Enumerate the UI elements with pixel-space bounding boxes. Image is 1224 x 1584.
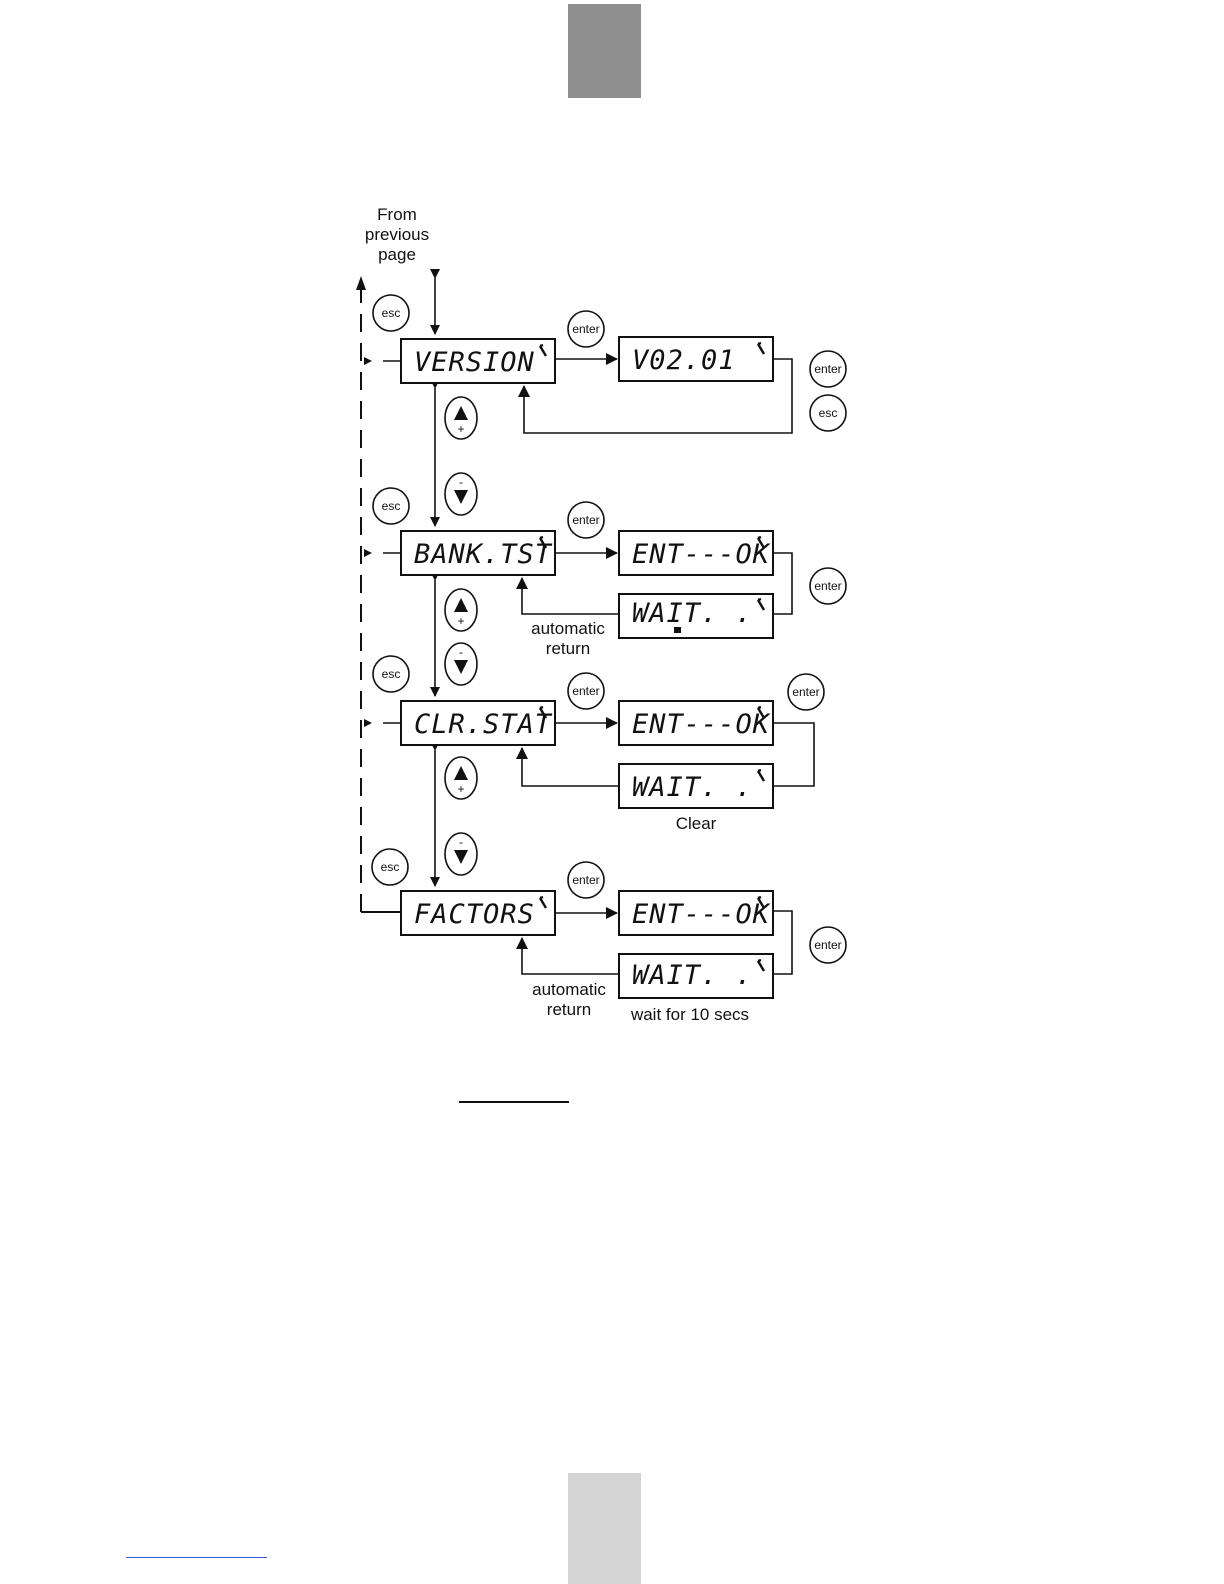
sub-display-factors-confirm: ENT---OK (619, 891, 773, 935)
enter-button[interactable]: enter (810, 927, 846, 963)
enter-button[interactable]: enter (568, 502, 604, 538)
enter-button[interactable]: enter (810, 351, 846, 387)
from-previous-page-label: From previous page (365, 205, 429, 264)
minus-label: - (459, 835, 463, 849)
enter-button-label: enter (572, 322, 599, 336)
clrstat-confirm-text: ENT---OK (632, 709, 771, 740)
from-previous-line-2: previous (365, 225, 429, 244)
esc-button[interactable]: esc (810, 395, 846, 431)
factors-enter-loop (774, 911, 792, 974)
esc-button[interactable]: esc (372, 849, 408, 885)
clrstat-enter-loop (774, 723, 814, 786)
esc-button-label: esc (381, 860, 400, 874)
from-previous-line-1: From (377, 205, 417, 224)
esc-button-label: esc (382, 667, 401, 681)
escape-return-arrowhead (356, 276, 366, 290)
wait-10-secs-label: wait for 10 secs (630, 1005, 749, 1024)
factors-wait-text: WAIT. . (632, 960, 753, 991)
esc-button-label: esc (819, 406, 838, 420)
enter-button[interactable]: enter (568, 673, 604, 709)
factors-auto-return (522, 938, 619, 974)
down-minus-button[interactable]: - (445, 833, 477, 875)
clrstat-wait-text: WAIT. . (632, 772, 753, 803)
banktst-confirm-text: ENT---OK (632, 539, 771, 570)
banktst-enter-loop (774, 553, 792, 614)
banktst-auto-return (522, 578, 619, 614)
clrstat-esc-arrowhead (364, 719, 372, 727)
enter-button[interactable]: enter (788, 674, 824, 710)
enter-button-label: enter (792, 685, 819, 699)
plus-label: + (457, 782, 464, 796)
auto-return-label-2a: automatic (532, 980, 606, 999)
sub-display-clrstat-wait: WAIT. . (619, 764, 773, 808)
menu-display-factors[interactable]: FACTORS (401, 891, 555, 935)
banktst-wait-text: WAIT. . (632, 598, 753, 629)
enter-button[interactable]: enter (810, 568, 846, 604)
auto-return-label-2b: return (547, 1000, 591, 1019)
up-plus-button[interactable]: + (445, 397, 477, 439)
plus-label: + (457, 614, 464, 628)
auto-return-label-1a: automatic (531, 619, 605, 638)
menu-display-factors-text: FACTORS (414, 899, 535, 930)
esc-button[interactable]: esc (373, 656, 409, 692)
clear-label: Clear (676, 814, 717, 833)
enter-button[interactable]: enter (568, 862, 604, 898)
minus-label: - (459, 645, 463, 659)
enter-button-label: enter (572, 684, 599, 698)
enter-button[interactable]: enter (568, 311, 604, 347)
enter-button-label: enter (814, 579, 841, 593)
enter-button-label: enter (572, 513, 599, 527)
from-previous-line-3: page (378, 245, 416, 264)
esc-button[interactable]: esc (373, 488, 409, 524)
down-minus-button[interactable]: - (445, 643, 477, 685)
esc-button[interactable]: esc (373, 295, 409, 331)
clrstat-return (522, 748, 619, 786)
version-value-text: V02.01 (632, 345, 736, 376)
menu-display-clrstat[interactable]: CLR.STAT (401, 701, 555, 745)
enter-button-label: enter (572, 873, 599, 887)
version-esc-arrowhead (364, 357, 372, 365)
esc-button-label: esc (382, 499, 401, 513)
factors-confirm-text: ENT---OK (632, 899, 771, 930)
auto-return-label-1b: return (546, 639, 590, 658)
battery-icon (674, 627, 681, 633)
menu-display-banktst-text: BANK.TST (414, 539, 553, 570)
sub-display-version-value: V02.01 (619, 337, 773, 381)
down-minus-button[interactable]: - (445, 473, 477, 515)
plus-label: + (457, 422, 464, 436)
sub-display-banktst-wait: WAIT. . (619, 594, 773, 638)
sub-display-banktst-confirm: ENT---OK (619, 531, 773, 575)
up-plus-button[interactable]: + (445, 757, 477, 799)
menu-display-banktst[interactable]: BANK.TST (401, 531, 555, 575)
banktst-esc-arrowhead (364, 549, 372, 557)
esc-button-label: esc (382, 306, 401, 320)
menu-display-version-text: VERSION (414, 347, 535, 378)
menu-display-clrstat-text: CLR.STAT (414, 709, 553, 740)
enter-button-label: enter (814, 362, 841, 376)
sub-display-factors-wait: WAIT. . (619, 954, 773, 998)
sub-display-clrstat-confirm: ENT---OK (619, 701, 773, 745)
up-plus-button[interactable]: + (445, 589, 477, 631)
menu-display-version[interactable]: VERSION (401, 339, 555, 383)
minus-label: - (459, 475, 463, 489)
enter-button-label: enter (814, 938, 841, 952)
